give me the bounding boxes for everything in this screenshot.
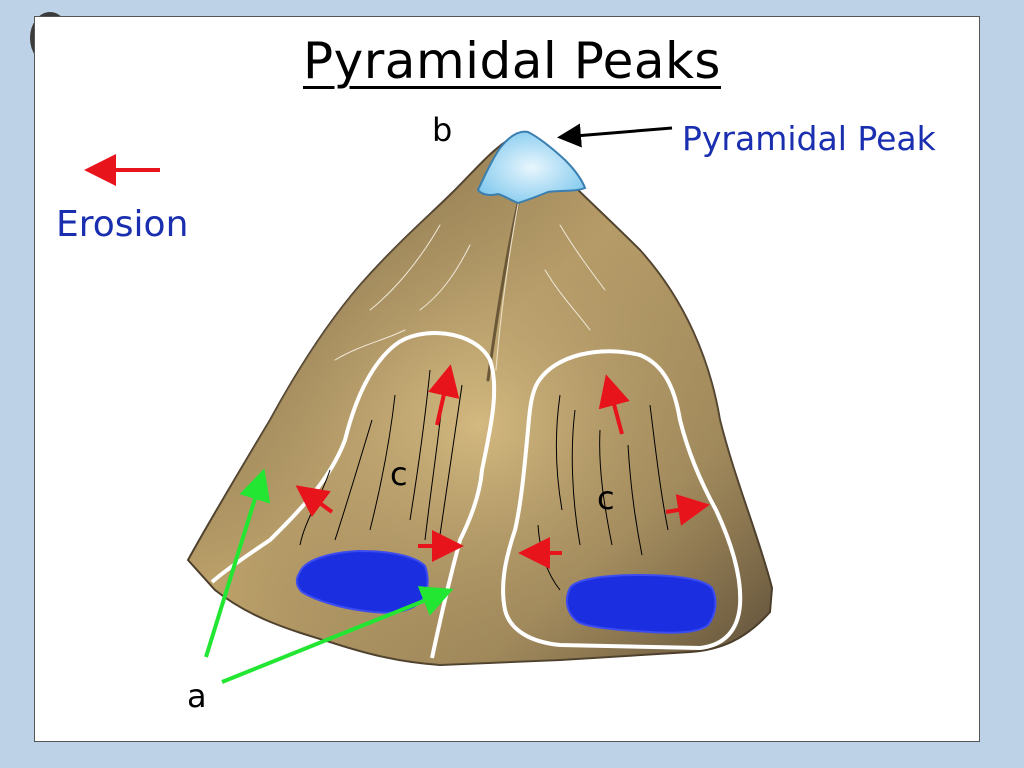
erosion-arrow-left-up: [428, 364, 460, 426]
label-a: a: [187, 677, 207, 715]
tarn-right: [565, 573, 717, 634]
arete-pointer-arrows: [204, 468, 454, 684]
erosion-arrow-right-up: [598, 374, 630, 435]
ice-cap: [476, 130, 587, 205]
label-c-left: c: [390, 455, 408, 493]
pyramidal-peak-label: Pyramidal Peak: [682, 119, 936, 158]
pointer-arrow-a-right: [221, 586, 454, 684]
label-b: b: [432, 111, 453, 149]
label-c-right: c: [597, 479, 615, 517]
erosion-legend-label: Erosion: [56, 204, 189, 245]
erosion-arrow-right-side: [665, 494, 710, 526]
pointer-arrow-a-left: [204, 468, 271, 658]
erosion-arrow-left-side: [295, 485, 334, 518]
erosion-arrows: [84, 154, 710, 569]
cirque-right: [501, 349, 743, 651]
cirque-left: [210, 331, 497, 659]
page-title: Pyramidal Peaks: [303, 32, 721, 90]
pointer-arrow-peak: [557, 123, 673, 148]
